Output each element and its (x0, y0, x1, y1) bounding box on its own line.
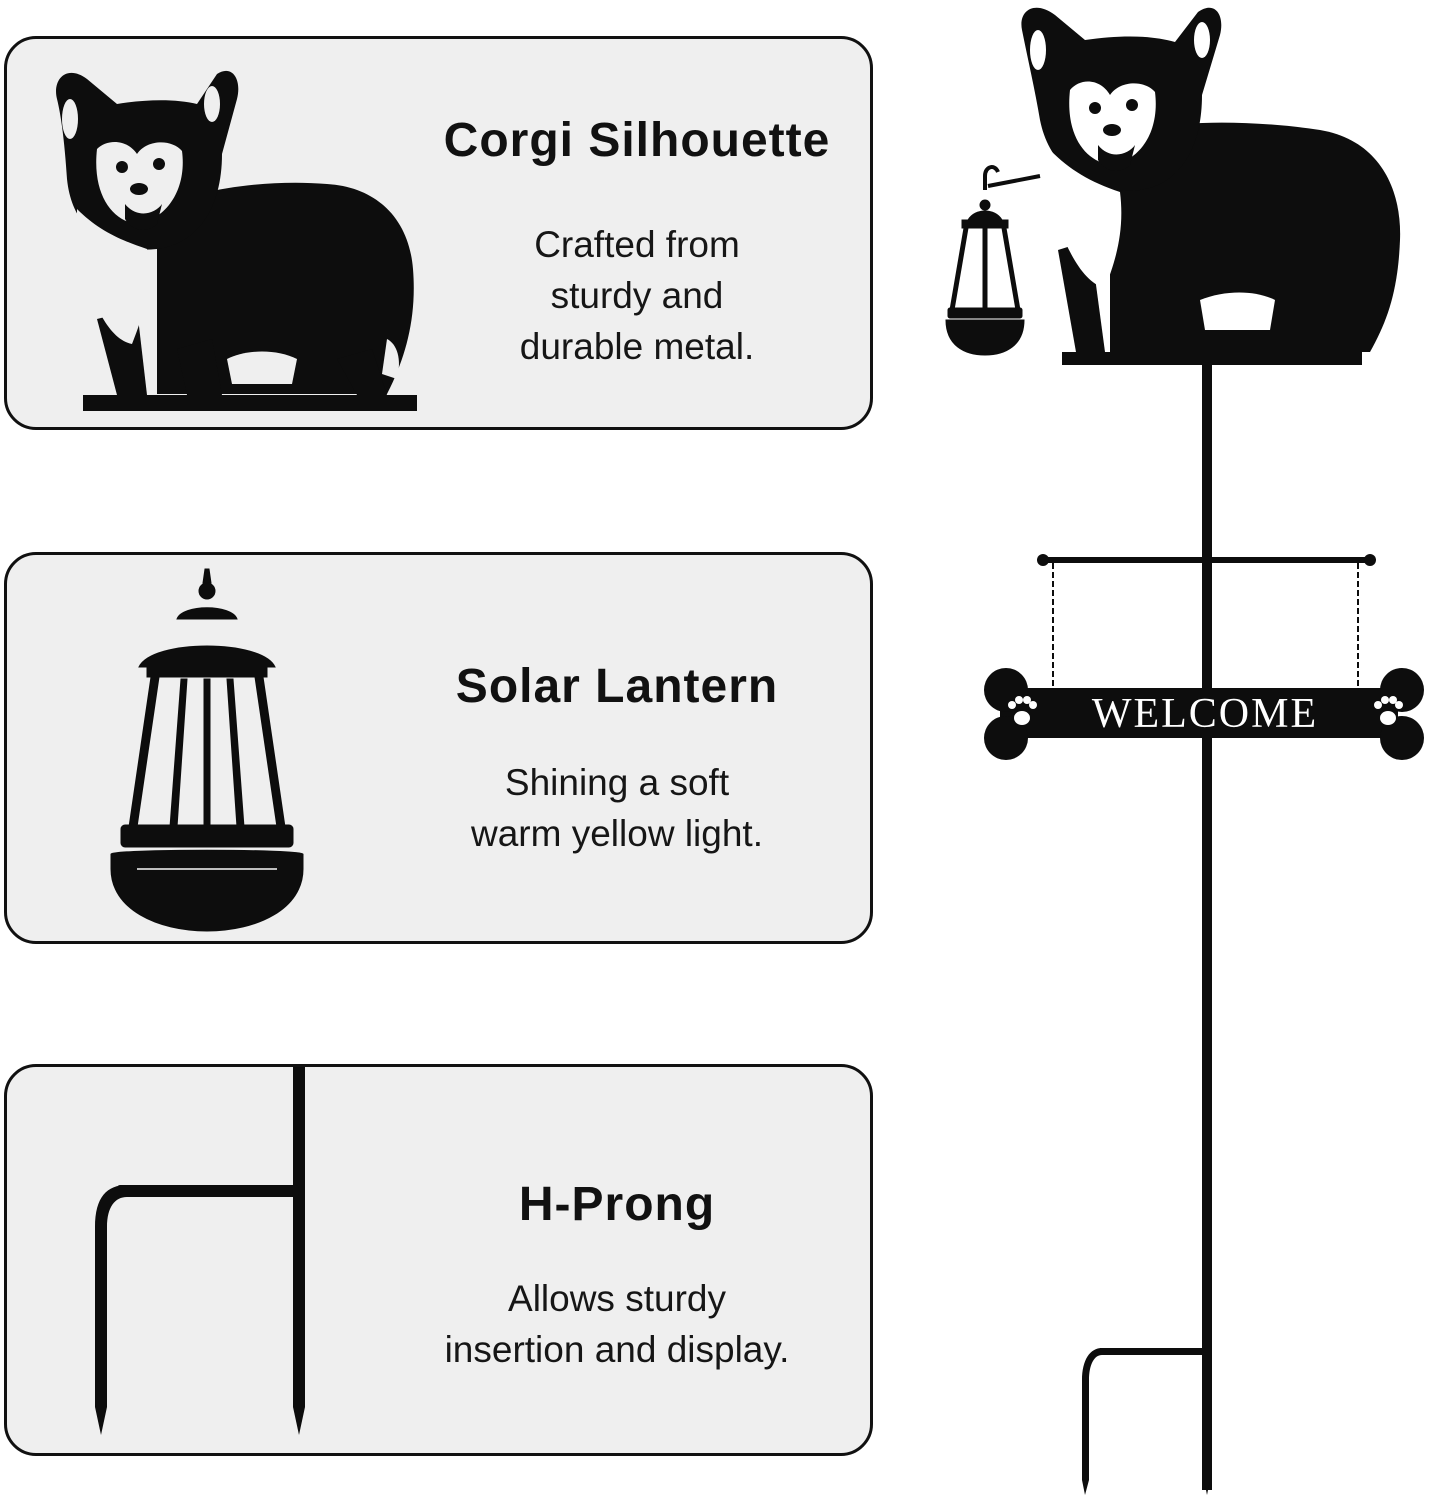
sign-chains (1052, 563, 1359, 686)
solar-lantern-icon (110, 568, 304, 932)
feature-card-h-prong: H-Prong Allows sturdy insertion and disp… (4, 1064, 873, 1456)
feature-description-line: warm yellow light. (471, 813, 763, 854)
feature-description-line: Allows sturdy (508, 1278, 726, 1319)
welcome-sign-text: WELCOME (1092, 691, 1318, 737)
feature-description-line: sturdy and (550, 275, 724, 316)
feature-card-lantern: Solar Lantern Shining a soft warm yellow… (4, 552, 873, 944)
feature-title: Solar Lantern (455, 660, 779, 713)
feature-description: Crafted from sturdy and durable metal. (447, 219, 827, 372)
sign-crossbar (1037, 554, 1376, 566)
bottom-h-prong (1082, 1348, 1204, 1495)
paw-print-icon (1008, 696, 1037, 725)
stake-pole-tip (1202, 1470, 1212, 1495)
h-prong-icon (95, 1067, 305, 1435)
paw-print-icon (1374, 696, 1403, 725)
feature-card-corgi: Corgi Silhouette Crafted from sturdy and… (4, 36, 873, 430)
feature-description-line: Shining a soft (504, 762, 730, 803)
stake-pole (1202, 365, 1212, 1490)
welcome-sign (984, 668, 1424, 760)
hanging-lantern (945, 165, 1041, 356)
feature-description-line: durable metal. (519, 326, 755, 367)
feature-description-line: insertion and display. (444, 1329, 790, 1370)
garden-stake-product-image: WELCOME (945, 7, 1424, 1495)
feature-title: H-Prong (518, 1178, 716, 1231)
feature-description: Shining a soft warm yellow light. (407, 757, 827, 859)
feature-title: Corgi Silhouette (443, 114, 831, 167)
corgi-silhouette-icon (56, 70, 417, 411)
feature-description: Allows sturdy insertion and display. (377, 1273, 857, 1375)
feature-description-line: Crafted from (534, 224, 740, 265)
